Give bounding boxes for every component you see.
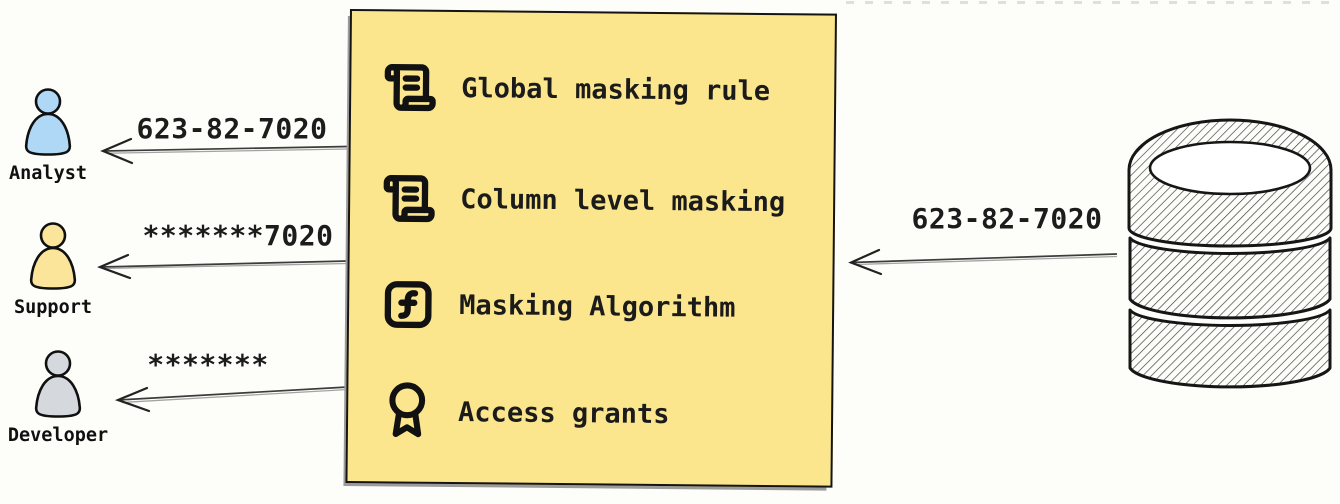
- developer-person-icon: [34, 350, 82, 418]
- database-original-value: 623-82-7020: [911, 202, 1103, 235]
- masking-item-label: Column level masking: [460, 183, 786, 218]
- dashed-border-top: [846, 1, 1340, 4]
- masking-item-column-masking: Column level masking: [382, 169, 786, 231]
- analyst-person-icon: [24, 88, 72, 156]
- masking-item-access-grants: Access grants: [380, 382, 670, 443]
- persona-developer: Developer: [0, 350, 123, 446]
- masking-box: Global masking rule Column level masking…: [345, 9, 837, 488]
- arrow-to-developer: [114, 386, 349, 413]
- scroll-text-icon: [384, 64, 436, 112]
- arrow-db-to-box: [848, 248, 1118, 276]
- persona-support: Support: [0, 222, 118, 318]
- persona-analyst-label: Analyst: [9, 163, 87, 184]
- masking-item-label: Global masking rule: [461, 72, 771, 107]
- masking-item-algorithm: Masking Algorithm: [381, 275, 736, 336]
- database-icon: [1127, 118, 1333, 389]
- support-person-icon: [29, 222, 77, 290]
- scroll-text-icon: [383, 175, 435, 223]
- analyst-masked-value: 623-82-7020: [136, 112, 328, 145]
- arrow-to-support: [97, 253, 349, 280]
- developer-masked-value: *******: [147, 348, 269, 381]
- masking-item-label: Masking Algorithm: [459, 289, 736, 324]
- masking-item-label: Access grants: [457, 396, 670, 430]
- support-masked-value: *******7020: [142, 219, 334, 252]
- masking-item-global-rule: Global masking rule: [383, 58, 770, 120]
- award-icon: [389, 382, 426, 438]
- function-square-icon: [384, 281, 432, 329]
- persona-analyst: Analyst: [0, 88, 113, 184]
- persona-developer-label: Developer: [7, 425, 109, 446]
- persona-support-label: Support: [14, 297, 92, 318]
